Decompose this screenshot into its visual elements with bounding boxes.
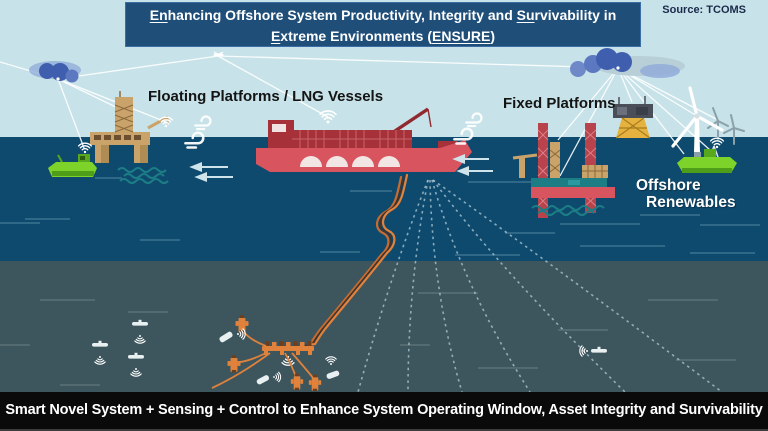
comms-network-lines xyxy=(0,55,719,177)
fixed-platform-jackup xyxy=(512,123,615,218)
drone-icon xyxy=(213,51,224,57)
label-fixed-platforms: Fixed Platforms xyxy=(503,95,616,112)
lng-vessel xyxy=(256,107,472,172)
deep-water-zone xyxy=(0,261,768,392)
ocean-streaks xyxy=(0,177,760,256)
wind-turbines xyxy=(671,86,745,163)
fixed-platform-tower xyxy=(613,96,653,139)
label-offshore-renewables-line2: Renewables xyxy=(646,194,736,212)
cloud-hub-left xyxy=(29,61,81,83)
label-offshore-renewables-line1: Offshore xyxy=(636,177,701,194)
label-offshore-renewables: Offshore Renewables xyxy=(636,177,736,212)
wave-pattern-jackup xyxy=(531,205,605,216)
title-text: Enhancing Offshore System Productivity, … xyxy=(149,7,617,44)
label-floating-platforms: Floating Platforms / LNG Vessels xyxy=(148,88,384,105)
riser-bundle xyxy=(300,173,409,349)
floating-platform-semisub xyxy=(90,91,169,163)
mooring-lines xyxy=(357,179,723,393)
current-arrow-icons xyxy=(189,154,493,182)
footer-banner: Smart Novel System + Sensing + Control t… xyxy=(0,392,768,431)
subsea-sensors xyxy=(219,328,340,385)
cloud-hub-right xyxy=(570,48,685,78)
title-banner: Enhancing Offshore System Productivity, … xyxy=(125,2,641,47)
supply-vessel-left xyxy=(48,154,97,177)
wave-pattern-left xyxy=(117,167,169,184)
seabed-streaks xyxy=(0,292,736,386)
service-vessel-right xyxy=(677,145,737,173)
source-label: Source: TCOMS xyxy=(662,4,746,16)
